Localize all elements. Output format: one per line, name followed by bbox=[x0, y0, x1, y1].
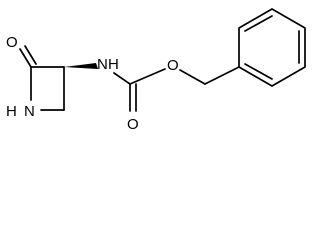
atom-label-ring-nitrogen: N bbox=[24, 103, 35, 120]
atom-label-ketone-oxygen: O bbox=[6, 34, 18, 51]
bond-carbonyl-ester-o bbox=[129, 68, 166, 85]
bond-ch2-phenyl bbox=[204, 66, 240, 85]
wedge-bond-stereocenter bbox=[64, 63, 98, 69]
bond-ketone-double-a bbox=[19, 48, 32, 68]
benzene-inner-double-3 bbox=[244, 63, 273, 80]
atom-label-carbamate-nitrogen-h: H bbox=[108, 56, 119, 73]
benzene-ring bbox=[238, 8, 306, 87]
atom-label-carbonyl-oxygen: O bbox=[127, 116, 139, 132]
atom-label-carbamate-nitrogen: N bbox=[97, 56, 108, 73]
bond-nh-carbonyl bbox=[113, 72, 131, 85]
atom-label-ring-nitrogen-h: H bbox=[6, 103, 17, 120]
benzene-inner-double-1 bbox=[244, 15, 273, 32]
chemical-structure-diagram: O H N N H O O bbox=[6, 8, 306, 132]
atom-label-ester-oxygen: O bbox=[167, 57, 179, 74]
bond-ketone-double-b bbox=[24, 45, 37, 65]
bond-ester-o-ch2 bbox=[179, 69, 206, 85]
